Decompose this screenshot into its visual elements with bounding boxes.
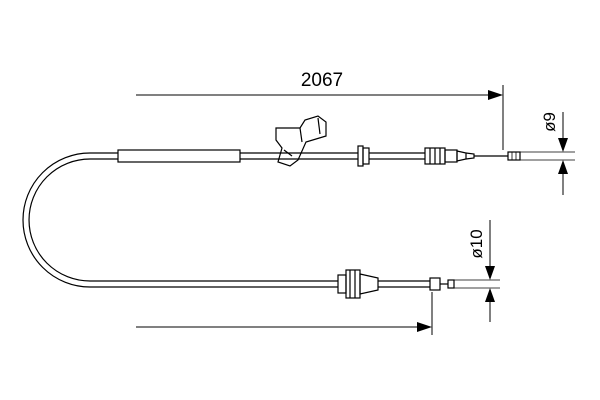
top-diameter-label: ø9	[540, 112, 559, 132]
lower-grommet	[337, 269, 430, 299]
upper-end-fitting	[424, 147, 475, 165]
top-diameter-dimension: ø9	[520, 112, 575, 195]
cable-loop	[22, 152, 338, 288]
upper-sleeve	[117, 149, 241, 163]
bottom-diameter-label: ø10	[467, 229, 486, 258]
lower-end-fitting	[429, 277, 455, 291]
overall-length-dimension: 2067	[136, 70, 504, 150]
bottom-diameter-dimension: ø10	[454, 220, 500, 322]
upper-grommet	[357, 145, 425, 167]
lower-length-arrow	[136, 292, 433, 335]
upper-inner-wire	[474, 151, 521, 161]
overall-length-value: 2067	[301, 70, 343, 91]
mounting-bracket	[275, 115, 327, 167]
